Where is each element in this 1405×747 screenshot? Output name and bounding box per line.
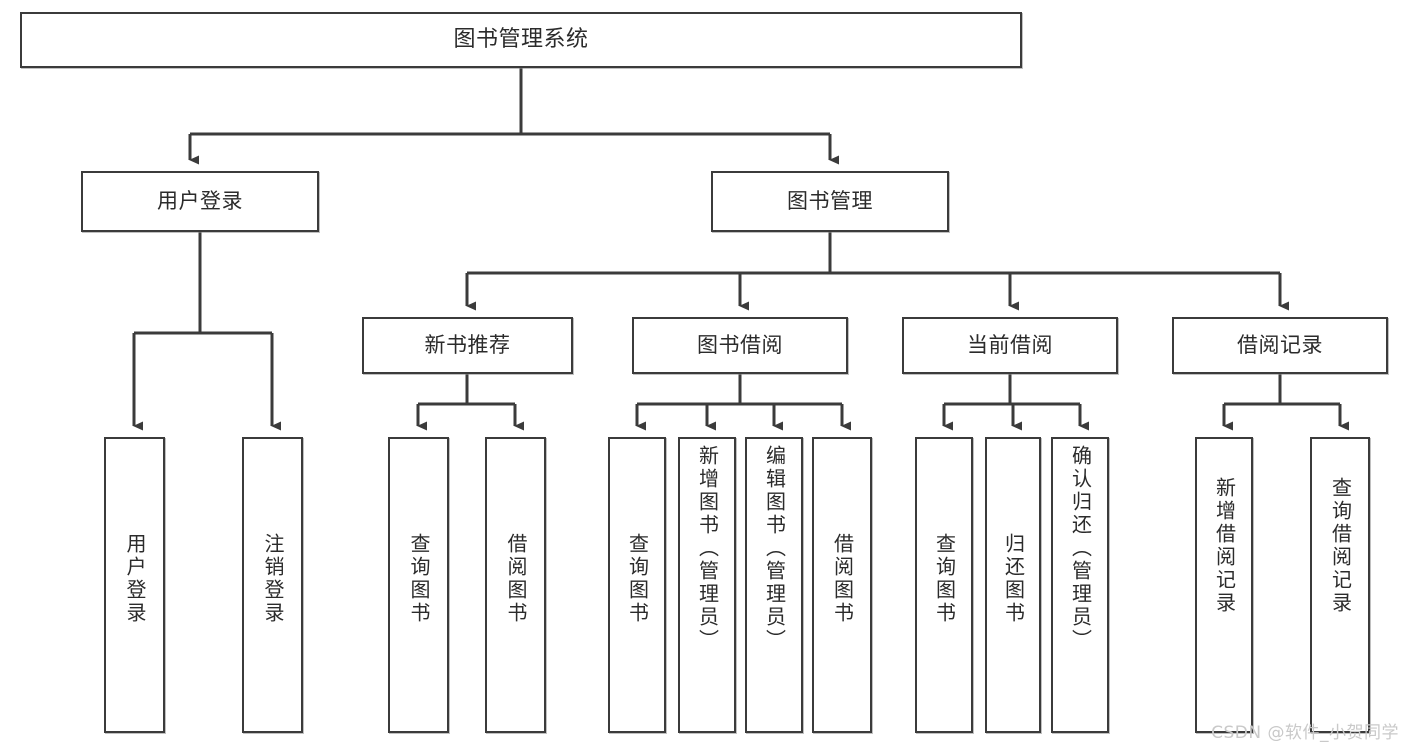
node-leaf-return-book[interactable]: 归还图书 xyxy=(985,437,1041,733)
node-new-book-recommend[interactable]: 新书推荐 xyxy=(362,317,573,374)
node-leaf-user-logout[interactable]: 注销登录 xyxy=(242,437,303,733)
node-leaf-borrow-book[interactable]: 借阅图书 xyxy=(812,437,872,733)
node-label: 图书借阅 xyxy=(697,332,783,357)
node-leaf-add-borrow-record[interactable]: 新增借阅记录 xyxy=(1195,437,1253,733)
node-book-management[interactable]: 图书管理 xyxy=(711,171,949,232)
node-leaf-query-book[interactable]: 查询图书 xyxy=(608,437,666,733)
node-label: 新书推荐 xyxy=(424,332,511,357)
node-label: 归还图书 xyxy=(1001,533,1026,625)
node-leaf-query-book-current[interactable]: 查询图书 xyxy=(915,437,973,733)
node-label: 当前借阅 xyxy=(967,332,1053,357)
node-label: 查询图书 xyxy=(625,533,650,625)
node-leaf-user-login[interactable]: 用户登录 xyxy=(104,437,165,733)
node-leaf-query-borrow-record[interactable]: 查询借阅记录 xyxy=(1310,437,1370,733)
node-label: 编辑图书（管理员） xyxy=(762,445,787,652)
node-label: 用户登录 xyxy=(123,533,147,625)
node-label: 新增借阅记录 xyxy=(1212,477,1237,615)
node-label: 图书管理 xyxy=(787,188,873,213)
node-label: 查询借阅记录 xyxy=(1328,477,1353,615)
node-leaf-borrow-book-recommend[interactable]: 借阅图书 xyxy=(485,437,546,733)
node-user-login[interactable]: 用户登录 xyxy=(81,171,319,232)
node-book-borrow[interactable]: 图书借阅 xyxy=(632,317,848,374)
node-borrow-record[interactable]: 借阅记录 xyxy=(1172,317,1388,374)
node-label: 注销登录 xyxy=(261,533,285,625)
node-label: 查询图书 xyxy=(932,533,957,625)
node-label: 图书管理系统 xyxy=(453,26,589,52)
node-leaf-query-book-recommend[interactable]: 查询图书 xyxy=(388,437,449,733)
node-current-borrow[interactable]: 当前借阅 xyxy=(902,317,1118,374)
node-label: 查询图书 xyxy=(407,533,431,625)
node-root-book-management-system[interactable]: 图书管理系统 xyxy=(20,12,1022,68)
node-label: 用户登录 xyxy=(157,188,243,213)
node-label: 确认归还（管理员） xyxy=(1068,445,1093,652)
node-label: 借阅图书 xyxy=(830,533,855,625)
node-label: 借阅图书 xyxy=(504,533,528,625)
node-leaf-confirm-return-admin[interactable]: 确认归还（管理员） xyxy=(1051,437,1109,733)
node-leaf-add-book-admin[interactable]: 新增图书（管理员） xyxy=(678,437,736,733)
node-label: 借阅记录 xyxy=(1237,332,1323,357)
node-leaf-edit-book-admin[interactable]: 编辑图书（管理员） xyxy=(745,437,803,733)
node-label: 新增图书（管理员） xyxy=(695,445,720,652)
